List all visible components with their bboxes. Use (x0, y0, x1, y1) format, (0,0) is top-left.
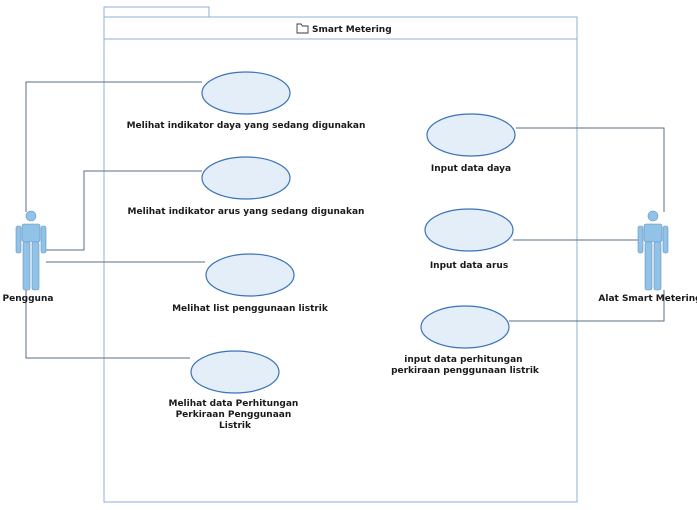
svg-text:input data perhitungan p: input data perhitungan perkiraan penggun… (391, 355, 540, 376)
use-case-uc7[interactable]: input data perhitungan perkiraan penggun… (391, 305, 540, 376)
use-case-label: Melihat indikator daya yang sedang digun… (127, 121, 366, 131)
system-title: Smart Metering (312, 25, 392, 35)
use-case-uc2[interactable]: Melihat indikator arus yang sedang digun… (128, 156, 365, 217)
actor-pengguna[interactable]: Pengguna (3, 210, 54, 304)
use-case-label: Input data arus (430, 261, 508, 271)
actor-alat-smart-metering[interactable]: Alat Smart Metering (598, 210, 697, 304)
svg-text:Input data daya: Input data daya (431, 164, 511, 174)
system-boundary-tab (103, 6, 210, 18)
use-case-uc5[interactable]: Input data daya (426, 113, 516, 174)
use-case-ellipse (201, 71, 291, 115)
use-case-label: Input data daya (431, 164, 511, 174)
actor-figure-icon (15, 210, 47, 291)
folder-icon (296, 23, 309, 34)
system-boundary-frame (103, 16, 578, 503)
assoc-pengguna-uc4 (25, 290, 190, 359)
svg-text:Melihat indikator daya yang se: Melihat indikator daya yang sedang digun… (127, 121, 366, 131)
use-case-uc4[interactable]: Melihat data Perhitungan Perkiraan Pengg… (169, 350, 302, 431)
use-case-label: input data perhitungan (404, 355, 522, 365)
use-case-label: Perkiraan Penggunaan (176, 410, 292, 420)
use-case-ellipse (426, 113, 516, 157)
actor-figure-icon (637, 210, 669, 291)
use-case-uc1[interactable]: Melihat indikator daya yang sedang digun… (127, 71, 366, 131)
association-lines (25, 81, 665, 359)
use-case-label: perkiraan penggunaan listrik (391, 366, 540, 376)
actor-label: Pengguna (3, 294, 54, 304)
svg-text:Input data arus: Input data arus (430, 261, 508, 271)
use-case-ellipse (420, 305, 510, 349)
use-case-ellipse (424, 208, 514, 252)
use-case-label: Melihat list penggunaan listrik (172, 304, 329, 314)
svg-text:Melihat list penggunaan listri: Melihat list penggunaan listrik (172, 304, 329, 314)
use-case-uc6[interactable]: Input data arus (424, 208, 514, 271)
use-case-label: Listrik (219, 421, 252, 431)
assoc-alat-uc5 (516, 127, 665, 212)
system-boundary: Smart Metering (103, 6, 578, 503)
actor-label: Alat Smart Metering (598, 294, 697, 304)
assoc-pengguna-uc2 (46, 170, 202, 251)
svg-text:Melihat indikator arus yang se: Melihat indikator arus yang sedang digun… (128, 207, 365, 217)
use-case-label: Melihat data Perhitungan (169, 399, 299, 409)
use-case-ellipse (201, 156, 291, 200)
use-case-ellipse (190, 350, 280, 394)
assoc-alat-uc7 (509, 290, 665, 322)
svg-text:Melihat data Perhitungan: Melihat data Perhitungan Perkiraan Pengg… (169, 399, 302, 431)
use-case-ellipse (205, 253, 295, 297)
use-case-label: Melihat indikator arus yang sedang digun… (128, 207, 365, 217)
assoc-pengguna-uc1 (25, 81, 202, 212)
use-case-uc3[interactable]: Melihat list penggunaan listrik (172, 253, 329, 314)
